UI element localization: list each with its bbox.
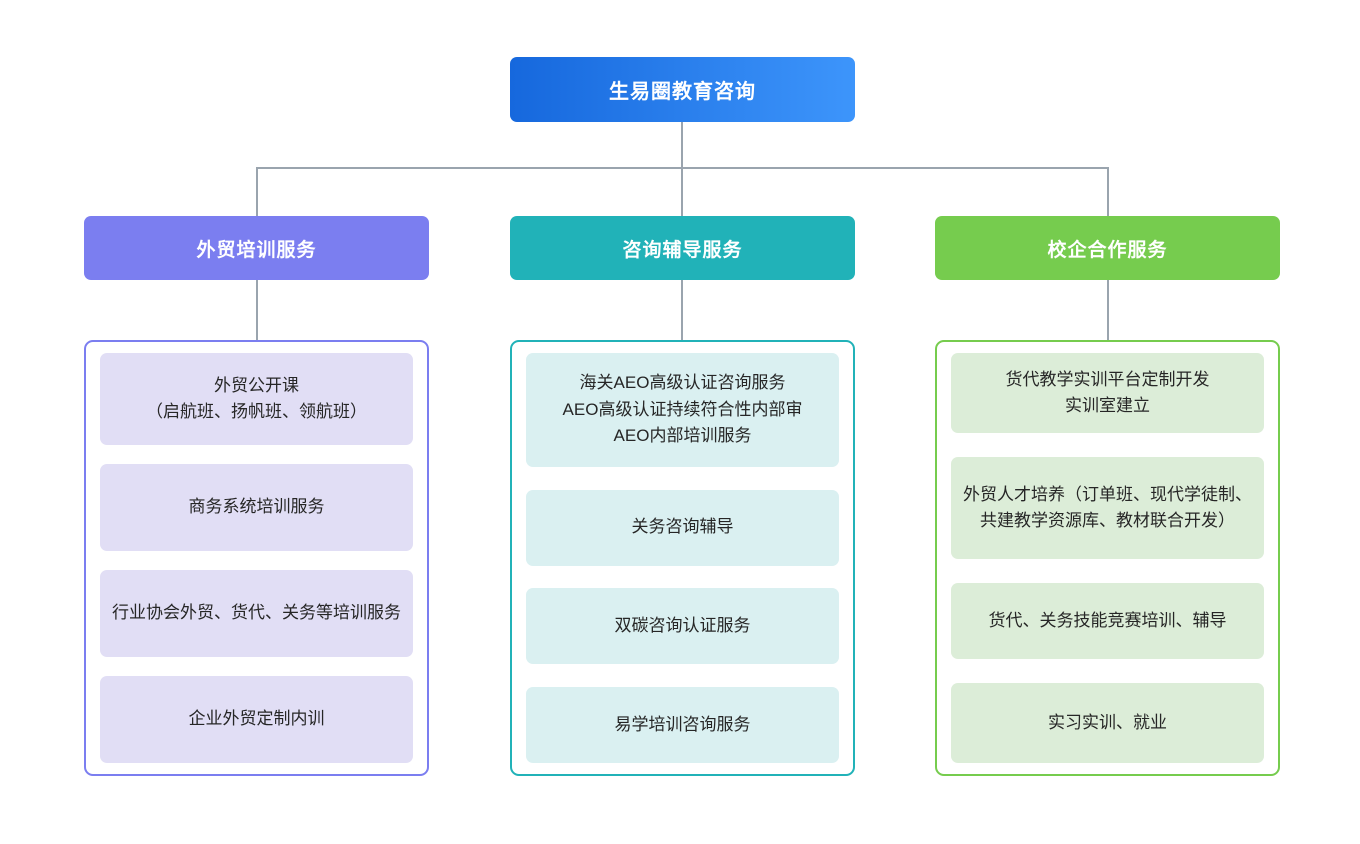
leaf-card[interactable]: 双碳咨询认证服务 bbox=[526, 588, 839, 665]
connector-drop-branch-1 bbox=[256, 167, 258, 216]
branch-body-1: 外贸公开课 （启航班、扬帆班、领航班） 商务系统培训服务 行业协会外贸、货代、关… bbox=[84, 340, 429, 776]
leaf-card[interactable]: 商务系统培训服务 bbox=[100, 464, 413, 551]
branch-body-2: 海关AEO高级认证咨询服务 AEO高级认证持续符合性内部审 AEO内部培训服务 … bbox=[510, 340, 855, 776]
connector-drop-branch-3 bbox=[1107, 167, 1109, 216]
connector-root-stem bbox=[681, 122, 683, 168]
leaf-card[interactable]: 海关AEO高级认证咨询服务 AEO高级认证持续符合性内部审 AEO内部培训服务 bbox=[526, 353, 839, 467]
branch-header-1[interactable]: 外贸培训服务 bbox=[84, 216, 429, 280]
root-node[interactable]: 生易圈教育咨询 bbox=[510, 57, 855, 122]
leaf-card[interactable]: 实习实训、就业 bbox=[951, 683, 1264, 763]
connector-header-to-body-2 bbox=[681, 280, 683, 341]
branch-column-2: 咨询辅导服务 海关AEO高级认证咨询服务 AEO高级认证持续符合性内部审 AEO… bbox=[510, 216, 855, 776]
connector-horizontal-bus bbox=[256, 167, 1108, 169]
connector-header-to-body-1 bbox=[256, 280, 258, 341]
branch-header-label-1: 外贸培训服务 bbox=[196, 239, 317, 261]
leaf-card[interactable]: 关务咨询辅导 bbox=[526, 489, 839, 566]
branch-column-3: 校企合作服务 货代教学实训平台定制开发 实训室建立 外贸人才培养（订单班、现代学… bbox=[935, 216, 1280, 776]
leaf-card[interactable]: 行业协会外贸、货代、关务等培训服务 bbox=[100, 570, 413, 657]
branch-header-label-3: 校企合作服务 bbox=[1047, 239, 1168, 261]
leaf-card[interactable]: 外贸人才培养（订单班、现代学徒制、共建教学资源库、教材联合开发） bbox=[951, 457, 1264, 559]
connector-header-to-body-3 bbox=[1107, 280, 1109, 341]
root-node-label: 生易圈教育咨询 bbox=[609, 81, 756, 103]
branch-header-2[interactable]: 咨询辅导服务 bbox=[510, 216, 855, 280]
leaf-card[interactable]: 易学培训咨询服务 bbox=[526, 686, 839, 763]
branch-header-label-2: 咨询辅导服务 bbox=[622, 239, 743, 261]
connector-drop-branch-2 bbox=[681, 167, 683, 216]
branch-header-3[interactable]: 校企合作服务 bbox=[935, 216, 1280, 280]
leaf-card[interactable]: 外贸公开课 （启航班、扬帆班、领航班） bbox=[100, 353, 413, 445]
leaf-card[interactable]: 企业外贸定制内训 bbox=[100, 676, 413, 763]
branch-column-1: 外贸培训服务 外贸公开课 （启航班、扬帆班、领航班） 商务系统培训服务 行业协会… bbox=[84, 216, 429, 776]
leaf-card[interactable]: 货代、关务技能竞赛培训、辅导 bbox=[951, 583, 1264, 659]
leaf-card[interactable]: 货代教学实训平台定制开发 实训室建立 bbox=[951, 353, 1264, 433]
branch-body-3: 货代教学实训平台定制开发 实训室建立 外贸人才培养（订单班、现代学徒制、共建教学… bbox=[935, 340, 1280, 776]
